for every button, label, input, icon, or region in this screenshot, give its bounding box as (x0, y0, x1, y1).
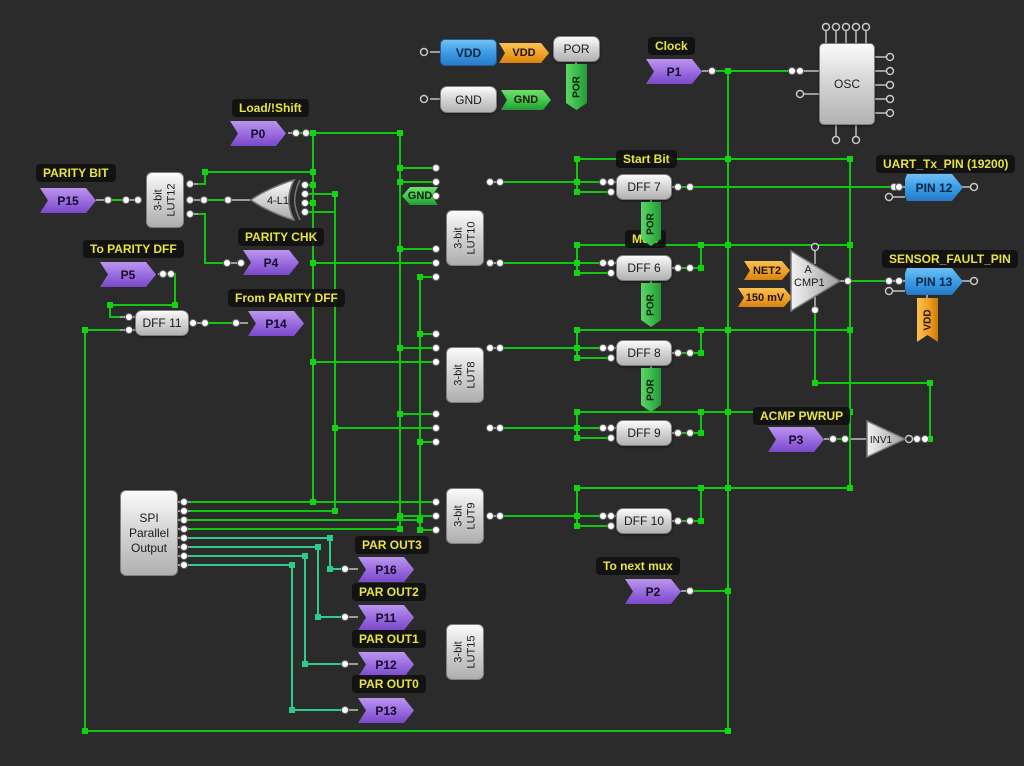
xor-gate-label: 4-L1 (267, 195, 289, 207)
dff9-block[interactable]: DFF 9 (616, 420, 672, 446)
pin-p5[interactable]: P5 (100, 262, 156, 287)
teal-nets (190, 537, 341, 711)
por-ribbon-tag[interactable]: POR (566, 64, 587, 110)
pin-p13[interactable]: P13 (358, 698, 414, 723)
pin-p15[interactable]: P15 (40, 188, 96, 213)
par-out2-label: PAR OUT2 (352, 583, 426, 601)
gnd-net-tag[interactable]: GND (501, 90, 551, 110)
open-pins (419, 22, 979, 444)
par-out1-label: PAR OUT1 (352, 630, 426, 648)
to-parity-dff-label: To PARITY DFF (83, 240, 184, 258)
parity-bit-label: PARITY BIT (36, 164, 116, 182)
par-out3-label: PAR OUT3 (355, 536, 429, 554)
stub-wires (96, 31, 972, 711)
acmp-pwrup-label: ACMP PWRUP (753, 407, 851, 425)
vdd-net-tag[interactable]: VDD (499, 43, 549, 63)
start-bit-label: Start Bit (616, 150, 677, 168)
vdd-ribbon-label: VDD (922, 309, 933, 331)
par-out0-label: PAR OUT0 (352, 675, 426, 693)
to-next-mux-label: To next mux (596, 557, 680, 575)
vref-150mv-tag[interactable]: 150 mV (738, 288, 792, 307)
clock-net-label: Clock (648, 37, 695, 55)
pin-p4[interactable]: P4 (243, 250, 299, 275)
dff10-block[interactable]: DFF 10 (616, 508, 672, 534)
xor-gate-4l1[interactable]: 4-L1 (248, 178, 304, 222)
spi-parallel-output-block[interactable]: SPI Parallel Output (120, 490, 178, 576)
pin-p2[interactable]: P2 (625, 579, 681, 604)
vdd-source-block[interactable]: VDD (440, 39, 497, 66)
dff8-block[interactable]: DFF 8 (616, 340, 672, 366)
pin13-block[interactable]: PIN 13 (905, 268, 963, 295)
teal-junctions (289, 535, 333, 713)
from-parity-dff-label: From PARITY DFF (228, 289, 345, 307)
por-ribbon-dff7[interactable]: POR (641, 202, 661, 246)
uart-tx-label: UART_Tx_PIN (19200) (876, 155, 1016, 173)
spi-label-line3: Output (130, 540, 168, 555)
osc-block[interactable]: OSC (819, 43, 875, 125)
vdd-ribbon-pin13[interactable]: VDD (917, 298, 938, 342)
gnd-input-tag[interactable]: GND (402, 187, 438, 205)
por-ribbon-dff6-label: POR (645, 294, 657, 316)
por-ribbon-dff8-label: POR (645, 379, 657, 401)
parity-chk-label: PARITY CHK (238, 228, 325, 246)
inv1-label: INV1 (870, 435, 893, 446)
green-nets (84, 70, 931, 732)
dff6-block[interactable]: DFF 6 (616, 255, 672, 281)
pin12-block[interactable]: PIN 12 (905, 174, 963, 201)
spi-label-line2: Parallel (128, 525, 170, 540)
pin-p3[interactable]: P3 (768, 427, 824, 452)
load-shift-label: Load/!Shift (232, 99, 309, 117)
green-junctions (82, 68, 933, 734)
net2-tag[interactable]: NET2 (744, 261, 790, 280)
por-ribbon-dff6[interactable]: POR (641, 283, 661, 327)
spi-label-line1: SPI (139, 510, 159, 525)
por-source-block[interactable]: POR (553, 36, 600, 62)
gnd-source-block[interactable]: GND (440, 86, 497, 113)
por-ribbon-dff7-label: POR (645, 213, 657, 235)
dff11-block[interactable]: DFF 11 (135, 310, 189, 336)
pin-p0[interactable]: P0 (230, 121, 286, 146)
por-ribbon-dff8[interactable]: POR (641, 368, 661, 412)
pin-p12[interactable]: P12 (358, 652, 414, 677)
dff7-block[interactable]: DFF 7 (616, 174, 672, 200)
por-ribbon-label: POR (571, 76, 582, 98)
connection-dots (104, 67, 929, 714)
pin-p1[interactable]: P1 (646, 59, 702, 84)
pin-p16[interactable]: P16 (358, 557, 414, 582)
sensor-fault-label: SENSOR_FAULT_PIN (882, 250, 1018, 268)
inv1-block[interactable]: INV1 (866, 419, 907, 459)
pin-p11[interactable]: P11 (358, 605, 414, 630)
pin-p14[interactable]: P14 (248, 311, 304, 336)
